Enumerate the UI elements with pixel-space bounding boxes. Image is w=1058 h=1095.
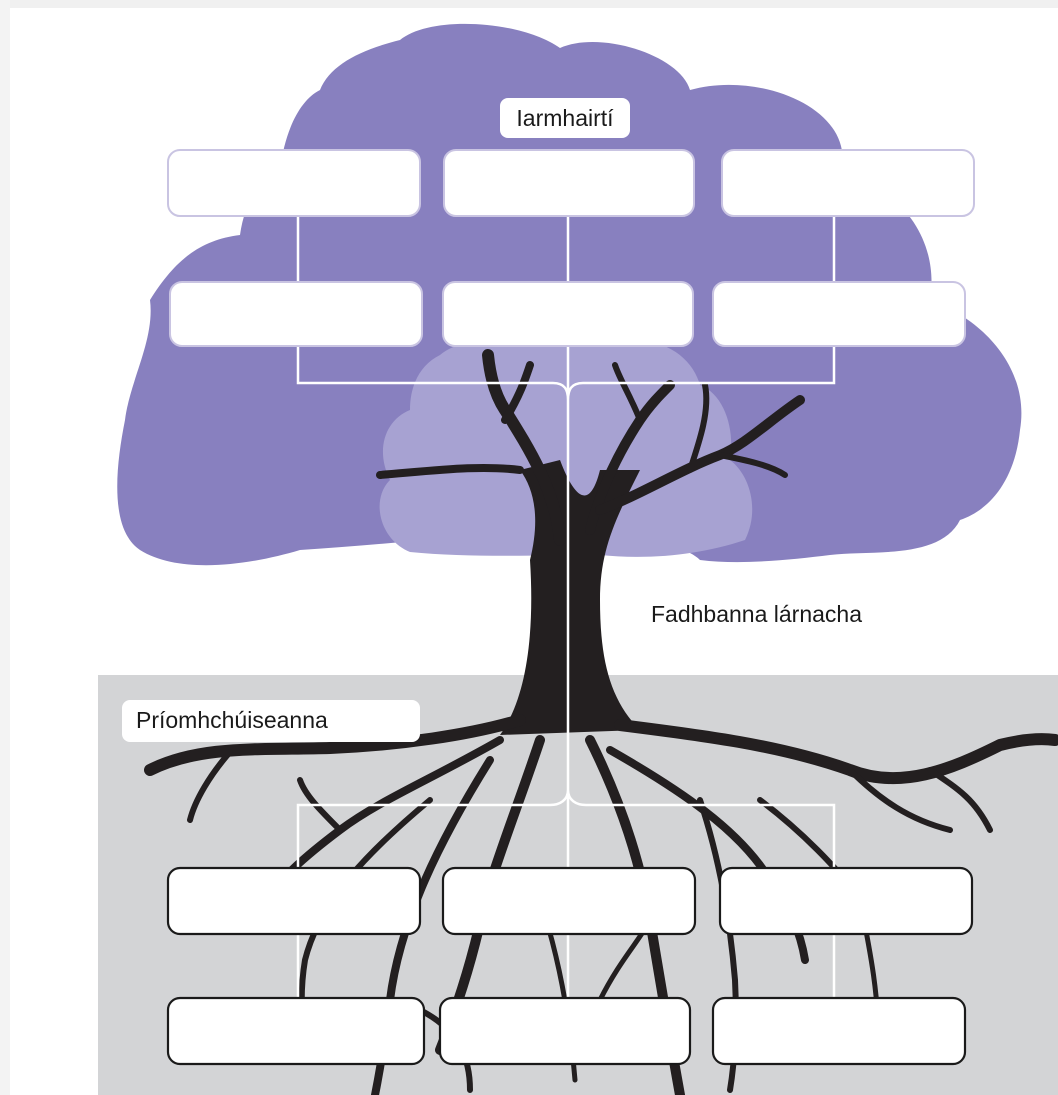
effects-label-bg [500,98,630,138]
effect-box-5[interactable] [442,281,694,347]
cause-box-1[interactable] [166,866,422,936]
core-problems-label: Fadhbanna lárnacha [651,601,862,627]
cause-box-5[interactable] [438,996,692,1066]
effect-box-6[interactable] [712,281,966,347]
effect-box-2[interactable] [443,149,695,217]
frame-shadow-top [0,0,1058,8]
cause-box-3[interactable] [718,866,974,936]
root-causes-label: Príomhchúiseanna [136,707,328,733]
effect-box-1[interactable] [167,149,421,217]
cause-box-4[interactable] [166,996,426,1066]
root-causes-label-bg [122,700,420,742]
effect-box-3[interactable] [721,149,975,217]
frame-shadow-left [0,0,10,1095]
cause-box-6[interactable] [711,996,967,1066]
effects-label: Iarmhairtí [516,105,614,131]
effect-box-4[interactable] [169,281,423,347]
cause-box-2[interactable] [441,866,697,936]
